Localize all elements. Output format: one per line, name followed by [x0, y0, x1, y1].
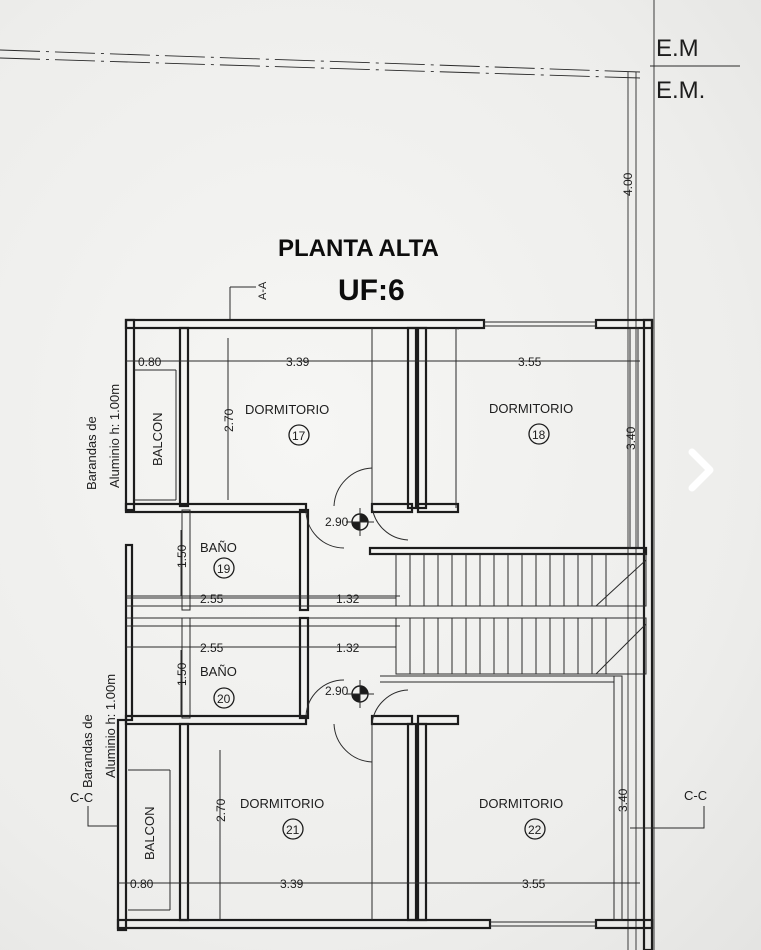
- dim-3-39-top: 3.39: [286, 355, 310, 369]
- dim-3-40-bottom: 3.40: [616, 788, 630, 812]
- room-20-name: BAÑO: [200, 664, 237, 679]
- dim-2-70-top: 2.70: [222, 408, 236, 432]
- room-20-number: 20: [217, 692, 231, 706]
- dim-2-70-bottom: 2.70: [214, 798, 228, 822]
- room-21: DORMITORIO 21: [240, 796, 324, 840]
- room-20: BAÑO 20: [200, 664, 237, 709]
- property-line: [0, 0, 740, 950]
- em-top-label: E.M: [656, 35, 699, 62]
- dimension-lines: [118, 338, 640, 920]
- chevron-right-icon: [688, 448, 714, 492]
- section-cc-right-marker: [630, 806, 705, 829]
- railing-label-bottom-line1: Barandas de: [80, 714, 95, 788]
- level-bottom-label: 2.90: [325, 684, 349, 698]
- level-marker-bottom: [346, 680, 374, 708]
- railing-label-top-line1: Barandas de: [84, 416, 99, 490]
- dim-3-39-bottom: 3.39: [280, 877, 304, 891]
- room-17-number: 17: [292, 429, 306, 443]
- room-19-number: 19: [217, 562, 231, 576]
- section-aa-marker: A-A: [229, 281, 269, 320]
- door-swings: [305, 467, 409, 764]
- section-cc-right-label: C-C: [684, 788, 707, 803]
- dim-1-32-bottom: 1.32: [336, 641, 360, 655]
- room-22-name: DORMITORIO: [479, 796, 563, 811]
- balcon-bottom-label: BALCON: [142, 807, 157, 860]
- railing-label-bottom-line2: Aluminio h: 1.00m: [103, 674, 118, 778]
- room-17: DORMITORIO 17: [245, 402, 329, 446]
- room-17-name: DORMITORIO: [245, 402, 329, 417]
- dim-0-80-bottom: 0.80: [130, 877, 154, 891]
- section-cc-left-marker: [87, 806, 118, 827]
- railing-label-top-line2: Aluminio h: 1.00m: [107, 384, 122, 488]
- dim-1-32-top: 1.32: [336, 592, 360, 606]
- room-21-name: DORMITORIO: [240, 796, 324, 811]
- section-aa-label: A-A: [257, 281, 269, 300]
- dim-3-55-top: 3.55: [518, 355, 542, 369]
- level-marker-top: [346, 508, 374, 536]
- dim-1-50-bottom: 1.50: [175, 662, 189, 686]
- balcon-top-label: BALCON: [150, 413, 165, 466]
- unit-label: UF:6: [338, 274, 405, 307]
- section-cc-left-label: C-C: [70, 790, 93, 805]
- dim-2-55-bottom: 2.55: [200, 641, 224, 655]
- dim-1-50-top: 1.50: [175, 544, 189, 568]
- staircase: [368, 546, 648, 675]
- interior-walls-top: [124, 326, 639, 922]
- room-21-number: 21: [286, 823, 300, 837]
- dim-3-55-bottom: 3.55: [522, 877, 546, 891]
- plan-title: PLANTA ALTA: [278, 235, 439, 262]
- dim-2-55-top: 2.55: [200, 592, 224, 606]
- room-19: BAÑO 19: [200, 540, 237, 579]
- room-18: DORMITORIO 18: [489, 401, 573, 445]
- room-22: DORMITORIO 22: [479, 796, 563, 840]
- level-top-label: 2.90: [325, 515, 349, 529]
- room-18-name: DORMITORIO: [489, 401, 573, 416]
- room-18-number: 18: [532, 428, 546, 442]
- room-22-number: 22: [528, 823, 542, 837]
- balcony-railings: [128, 369, 177, 911]
- outer-walls: [116, 318, 654, 950]
- em-bottom-label: E.M.: [656, 77, 705, 104]
- dim-3-40-top: 3.40: [624, 426, 638, 450]
- room-19-name: BAÑO: [200, 540, 237, 555]
- dim-0-80-top: 0.80: [138, 355, 162, 369]
- next-image-button[interactable]: [684, 448, 730, 504]
- dim-4-00: 4.00: [621, 172, 635, 196]
